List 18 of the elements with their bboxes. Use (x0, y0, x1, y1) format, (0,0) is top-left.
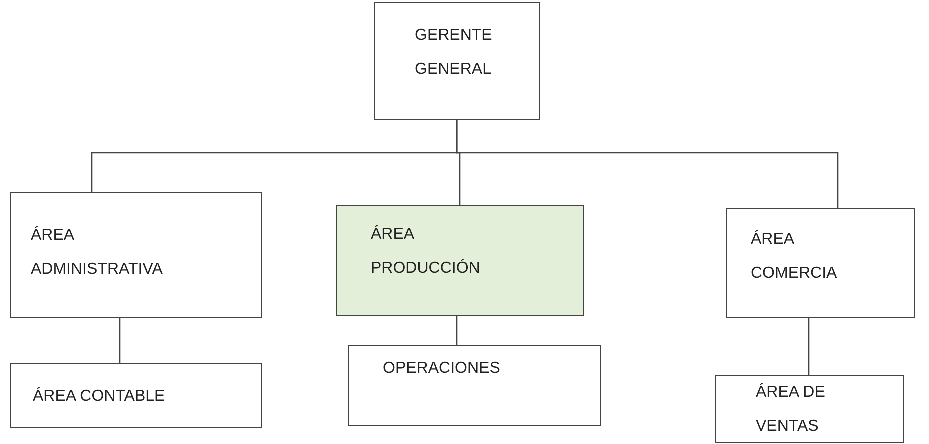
box-label: ÁREA DE VENTAS (756, 382, 826, 437)
connector-line (456, 316, 458, 345)
org-box (715, 375, 904, 443)
box-label: ÁREA CONTABLE (33, 386, 166, 407)
org-box (726, 208, 915, 318)
box-label: ÁREA PRODUCCIÓN (371, 224, 482, 279)
box-label: GERENTE GENERAL (415, 26, 494, 80)
org-box (10, 192, 262, 318)
org-box (348, 345, 601, 426)
org-box (10, 363, 262, 428)
box-label: ÁREA ADMINISTRATIVA (31, 225, 164, 280)
connector-line (808, 318, 810, 375)
connector-line (119, 318, 121, 363)
org-box (336, 205, 584, 316)
box-label: ÁREA COMERCIA (751, 229, 838, 284)
box-label: OPERACIONES (383, 359, 502, 379)
connector-line (456, 120, 839, 208)
org-box (374, 2, 540, 120)
